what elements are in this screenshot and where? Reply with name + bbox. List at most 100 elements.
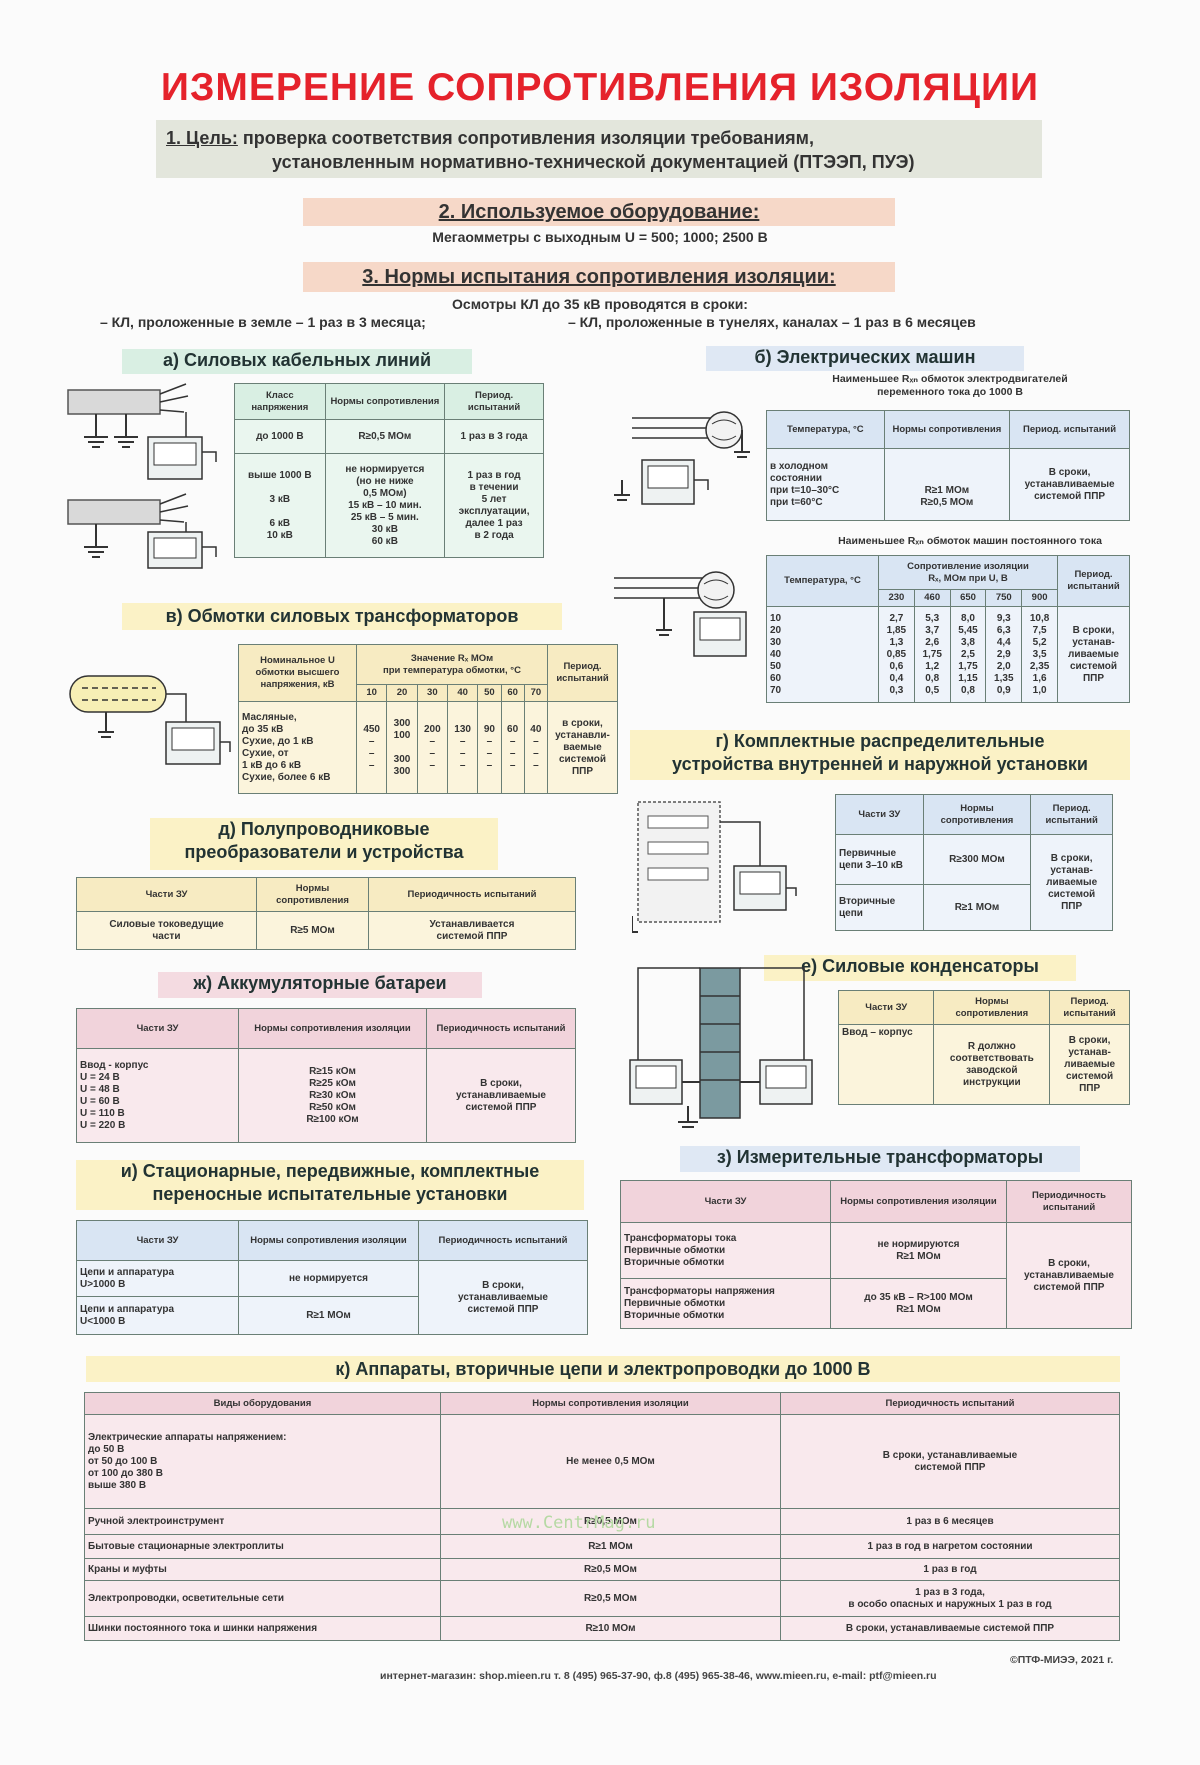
table-cell: R≥0,5 МОм — [324, 419, 446, 454]
col-header: Части ЗУ — [620, 1180, 831, 1223]
section-i-table: Части ЗУ Нормы сопротивления изоляции Пе… — [76, 1220, 588, 1335]
col-header: Нормы сопротивления изоляции — [440, 1392, 781, 1415]
table-cell: 1 раз в 3 года — [444, 419, 544, 454]
temp-header: 10 — [355, 684, 388, 702]
col-header: Период. испытаний — [1009, 410, 1130, 449]
section-v-table: Номинальное U обмотки высшего напряжения… — [238, 644, 618, 794]
col-header: Нормы сопротивления — [324, 383, 446, 420]
section-zh-table: Части ЗУ Нормы сопротивления изоляции Пе… — [76, 1008, 576, 1143]
table-cell: 200 – – – — [416, 701, 448, 794]
col-header: Период. испытаний — [1030, 794, 1113, 835]
table-cell: Электропроводки, осветительные сети — [84, 1580, 441, 1617]
motor-diagram-icon — [614, 411, 750, 505]
section-zh-title: ж) Аккумуляторные батареи — [158, 972, 482, 998]
section-e-title: е) Силовые конденсаторы — [764, 955, 1076, 981]
col-header: Сопротивление изоляции Rₓ, МОм при U, В — [878, 555, 1058, 590]
table-cell: R≥5 МОм — [256, 911, 369, 950]
temp-header: 30 — [416, 684, 448, 702]
table-cell: R≥10 МОм — [440, 1616, 781, 1641]
table-cell: В сроки, устанавливаемые системой ППР — [1009, 448, 1130, 521]
col-header: Нормы сопротивления изоляции — [238, 1220, 419, 1261]
watermark: www.CentrMag.ru — [502, 1513, 656, 1533]
section-d-table: Части ЗУ Нормы сопротивления Периодичнос… — [76, 877, 576, 950]
col-header: Части ЗУ — [837, 990, 935, 1025]
col-header: Части ЗУ — [835, 794, 924, 835]
footer-contacts: интернет-магазин: shop.mieen.ru т. 8 (49… — [380, 1670, 937, 1682]
voltage-header: 230 — [878, 589, 915, 607]
col-header: Нормы сопротивления изоляции — [238, 1008, 427, 1049]
table-cell: 1 раз в 6 месяцев — [780, 1508, 1120, 1535]
table-cell: до 35 кВ – R>100 МОм R≥1 МОм — [830, 1278, 1007, 1329]
table-cell: не нормируется — [238, 1260, 419, 1297]
table-cell: R≥0,5 МОм — [440, 1580, 781, 1617]
voltage-header: 650 — [949, 589, 987, 607]
section-g-table: Части ЗУ Нормы сопротивления Период. исп… — [835, 794, 1113, 931]
col-header: Периодичность испытаний — [418, 1220, 588, 1261]
section-v-title: в) Обмотки силовых трансформаторов — [122, 603, 562, 630]
col-header: Нормы сопротивления — [933, 990, 1051, 1025]
table-cell: 2,7 1,85 1,3 0,85 0,6 0,4 0,3 — [878, 606, 915, 703]
goal-label: 1. Цель: — [166, 128, 238, 148]
page-title: ИЗМЕРЕНИЕ СОПРОТИВЛЕНИЯ ИЗОЛЯЦИИ — [160, 66, 1040, 109]
voltage-header: 750 — [985, 589, 1023, 607]
table-cell: В сроки, устанавливаемые системой ППР — [1006, 1222, 1132, 1329]
section-a-title: а) Силовых кабельных линий — [122, 349, 472, 374]
table-cell: R≥300 МОм — [922, 834, 1032, 885]
table-cell: R≥1 МОм — [922, 884, 1032, 931]
col-header: Значение Rₓ МОм при температура обмотки,… — [356, 644, 548, 685]
norms-left: – КЛ, проложенные в земле – 1 раз в 3 ме… — [100, 314, 426, 330]
table-cell: Масляные, до 35 кВ Сухие, до 1 кВ Сухие,… — [238, 701, 357, 794]
norms-right: – КЛ, проложенные в тунелях, каналах – 1… — [568, 314, 976, 330]
table-cell: В сроки, устанавливаемые системой ППР — [426, 1048, 576, 1143]
transformer-diagram-icon — [69, 675, 231, 765]
table-cell: Ввод - корпус U = 24 В U = 48 В U = 60 В… — [76, 1048, 239, 1143]
table-cell: 10,8 7,5 5,2 3,5 2,35 1,6 1,0 — [1021, 606, 1058, 703]
norms-title: 3. Нормы испытания сопротивления изоляци… — [303, 262, 895, 292]
goal-line1: проверка соответствия сопротивления изол… — [242, 128, 814, 148]
section-k-title: к) Аппараты, вторичные цепи и электропро… — [86, 1356, 1120, 1382]
col-header: Период. испытаний — [1049, 990, 1130, 1025]
table-cell: В сроки, устанав- ливаемые системой ППР — [1030, 834, 1113, 931]
table-cell: 450 – – – — [355, 701, 388, 794]
dc-machine-diagram-icon — [614, 571, 747, 657]
table-cell: В сроки, устанавливаемые системой ППР — [780, 1414, 1120, 1509]
col-header: Период. испытаний — [1057, 555, 1130, 607]
col-header: Период. испытаний — [444, 383, 544, 420]
table-cell: до 1000 В — [234, 419, 326, 454]
col-header: Нормы сопротивления изоляции — [830, 1180, 1007, 1223]
table-cell: Первичные цепи 3–10 кВ — [835, 834, 924, 885]
col-header: Нормы сопротивления — [922, 794, 1032, 835]
table-cell: Не менее 0,5 МОм — [440, 1414, 781, 1509]
table-cell: R≥1 МОм — [440, 1534, 781, 1559]
section-e-table: Части ЗУ Нормы сопротивления Период. исп… — [837, 990, 1130, 1105]
table-cell: выше 1000 В 3 кВ 6 кВ 10 кВ — [234, 453, 326, 558]
table-cell: не нормируется (но не ниже 0,5 МОм) 15 к… — [324, 453, 446, 558]
section-a-table: Класс напряжения Нормы сопротивления Пер… — [234, 383, 544, 558]
col-header: Периодичность испытаний — [368, 877, 576, 912]
table-cell: 130 – – – — [446, 701, 479, 794]
table-cell: Электрические аппараты напряжением: до 5… — [84, 1414, 441, 1509]
table-cell: 8,0 5,45 3,8 2,5 1,75 1,15 0,8 — [949, 606, 987, 703]
table-cell: не нормируются R≥1 МОм — [830, 1222, 1007, 1279]
col-header: Период. испытаний — [547, 644, 618, 702]
section-k-table: Виды оборудования Нормы сопротивления из… — [84, 1392, 1120, 1641]
table-cell: Ручной электроинструмент — [84, 1508, 441, 1535]
table-cell: Бытовые стационарные электроплиты — [84, 1534, 441, 1559]
norms-intro: Осмотры КЛ до 35 кВ проводятся в сроки: — [452, 296, 748, 312]
table-cell: В сроки, устанавливаемые системой ППР — [418, 1260, 588, 1335]
section-z-title: з) Измерительные трансформаторы — [680, 1146, 1080, 1172]
col-header: Части ЗУ — [76, 877, 257, 912]
table-cell: R≥15 кОм R≥25 кОм R≥30 кОм R≥50 кОм R≥10… — [238, 1048, 427, 1143]
table-cell: R должно соответствовать заводской инстр… — [933, 1024, 1051, 1105]
table-cell: 9,3 6,3 4,4 2,9 2,0 1,35 0,9 — [985, 606, 1023, 703]
voltage-header: 460 — [913, 589, 951, 607]
table-cell: Ввод – корпус — [837, 1024, 935, 1105]
table-cell: R≥1 МОм R≥0,5 МОм — [883, 448, 1011, 521]
equipment-text: Мегаомметры с выходным U = 500; 1000; 25… — [432, 229, 768, 245]
section-i-title: и) Стационарные, передвижные, комплектны… — [76, 1160, 584, 1210]
table-cell: 300 100 300 300 — [386, 701, 418, 794]
col-header: Периодичность испытаний — [1006, 1180, 1132, 1223]
col-header: Температура, °С — [766, 555, 879, 607]
col-header: Номинальное U обмотки высшего напряжения… — [238, 644, 357, 702]
